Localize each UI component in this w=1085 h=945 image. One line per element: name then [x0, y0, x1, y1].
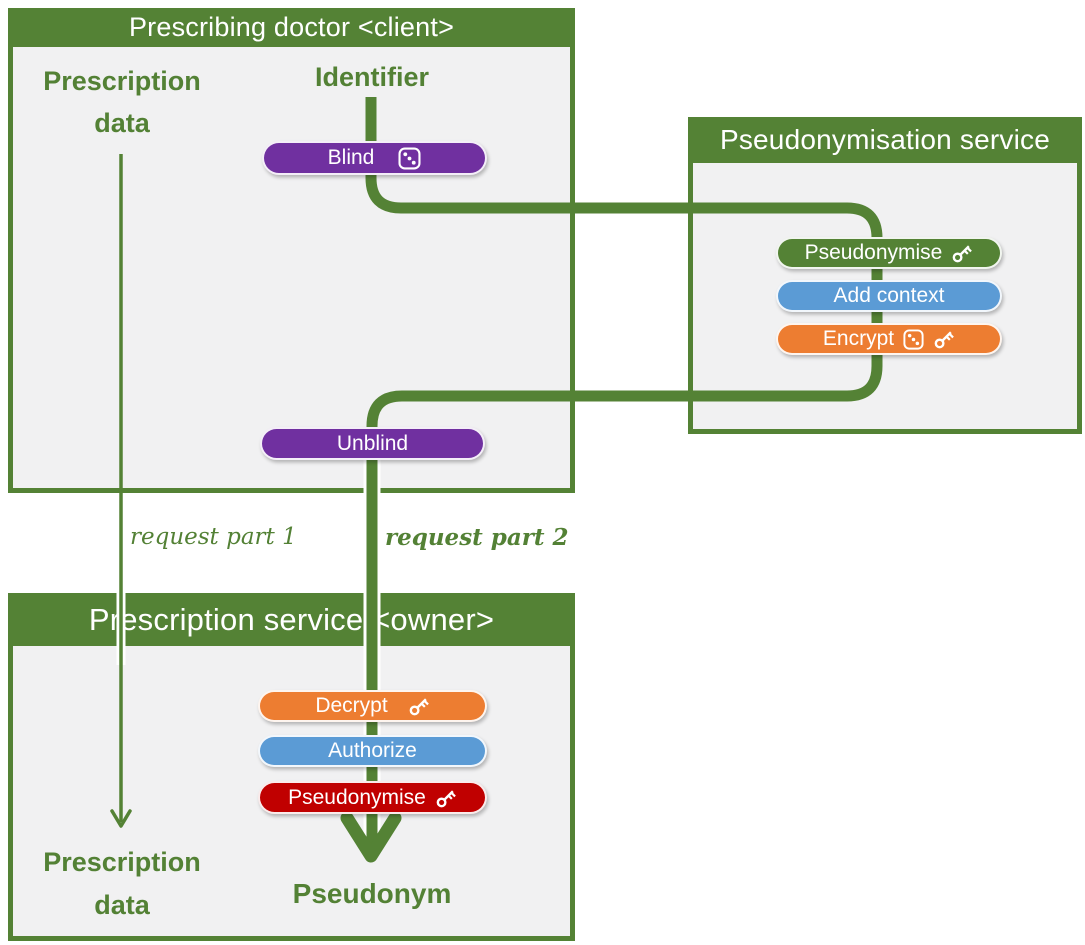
- request-part-1-label: request part 1: [130, 524, 297, 550]
- prescription-data-label-bottom: Prescription data: [22, 841, 222, 927]
- prescription-service-box-title: Prescription service <owner>: [8, 593, 575, 646]
- pseudonymisation-service-box-title: Pseudonymisation service: [688, 117, 1082, 163]
- prescribing-doctor-box-title: Prescribing doctor <client>: [8, 8, 575, 47]
- decrypt-pill: Decrypt: [258, 690, 487, 722]
- unblind-pill-label: Unblind: [336, 431, 409, 455]
- prescription-data-arrowhead-icon: [110, 809, 132, 828]
- pseudonym-arrowhead-icon: [340, 811, 402, 863]
- authorize-pill-label: Authorize: [328, 739, 417, 762]
- blind-pill: Blind: [262, 141, 487, 175]
- dice-icon: [903, 328, 924, 350]
- pseudonymise-owner-pill-label: Pseudonymise: [288, 785, 426, 809]
- decrypt-pill-label: Decrypt: [315, 694, 388, 717]
- prescription-data-label-bottom-line1: Prescription: [43, 847, 201, 877]
- prescription-data-label-top-line2: data: [94, 108, 150, 138]
- encrypt-pill-label: Encrypt: [822, 327, 895, 350]
- dice-icon: [398, 146, 421, 170]
- prescribing-doctor-box-body: [8, 47, 575, 493]
- pseudonymise-service-pill-label: Pseudonymise: [804, 241, 943, 264]
- prescription-data-label-top-line1: Prescription: [43, 66, 201, 96]
- pseudonymise-owner-pill: Pseudonymise: [258, 781, 487, 814]
- unblind-pill: Unblind: [260, 427, 485, 460]
- identifier-label: Identifier: [314, 62, 429, 92]
- encrypt-pill: Encrypt: [776, 323, 1002, 355]
- pseudonymise-service-pill: Pseudonymise: [776, 237, 1002, 269]
- add-context-pill-label: Add context: [833, 284, 945, 307]
- prescribing-doctor-box: Prescribing doctor <client>: [8, 8, 575, 493]
- key-icon: [435, 787, 457, 809]
- key-icon: [408, 695, 430, 717]
- key-icon: [933, 328, 955, 350]
- authorize-pill: Authorize: [258, 735, 487, 767]
- key-icon: [951, 242, 973, 264]
- request-part-2-label: request part 2: [385, 524, 569, 551]
- add-context-pill: Add context: [776, 280, 1002, 312]
- prescription-data-label-top: Prescription data: [22, 60, 222, 144]
- pseudonym-label: Pseudonym: [292, 878, 452, 909]
- prescription-data-label-bottom-line2: data: [94, 890, 150, 920]
- blind-pill-label: Blind: [327, 146, 375, 169]
